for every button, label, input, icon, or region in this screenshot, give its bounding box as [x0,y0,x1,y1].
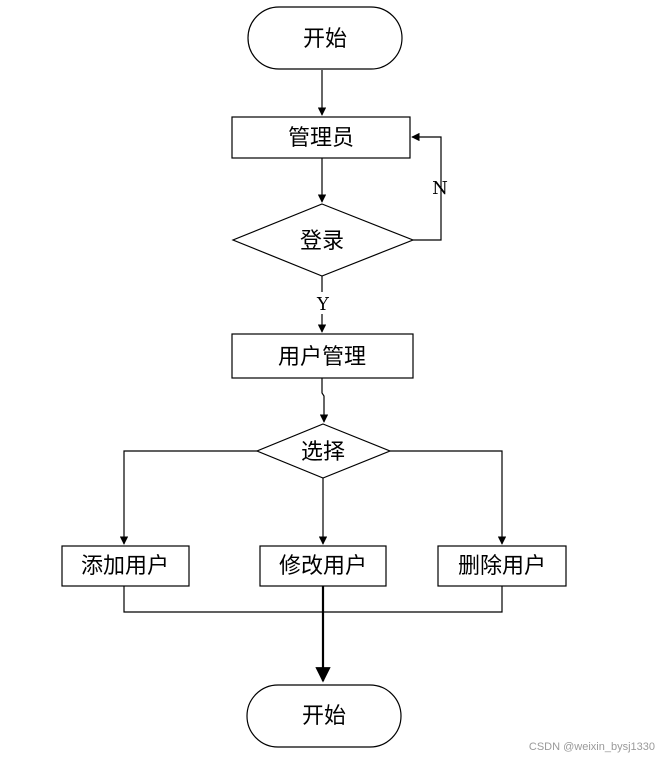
admin-box [231,116,411,159]
end-label: 开始 [302,704,346,729]
admin-label: 管理员 [288,126,354,151]
start-terminator [247,6,403,70]
yes-label: Y [316,294,330,315]
watermark: CSDN @weixin_bysj1330 [528,741,655,753]
edge-add-merge [123,586,323,613]
edge-delete-merge [323,586,503,613]
edge-login-no-loop [411,132,442,241]
add-user-box [61,545,190,587]
start-label: 开始 [303,27,347,52]
edge-choose-to-add [119,450,257,545]
edit-user-box [259,545,387,587]
yes-label-bg [312,292,332,314]
edge-choose-to-delete [390,450,507,545]
add-user-label: 添加用户 [81,554,169,579]
edge-user-mgmt-to-choose [319,378,329,423]
end-terminator [246,684,402,748]
user-mgmt-label: 用户管理 [278,345,366,370]
delete-user-label: 删除用户 [458,554,546,579]
user-mgmt-box [231,333,414,379]
delete-user-box [437,545,567,587]
no-label: N [432,178,448,199]
choose-label: 选择 [301,440,345,465]
login-label: 登录 [300,229,344,254]
edit-user-label: 修改用户 [279,554,367,579]
